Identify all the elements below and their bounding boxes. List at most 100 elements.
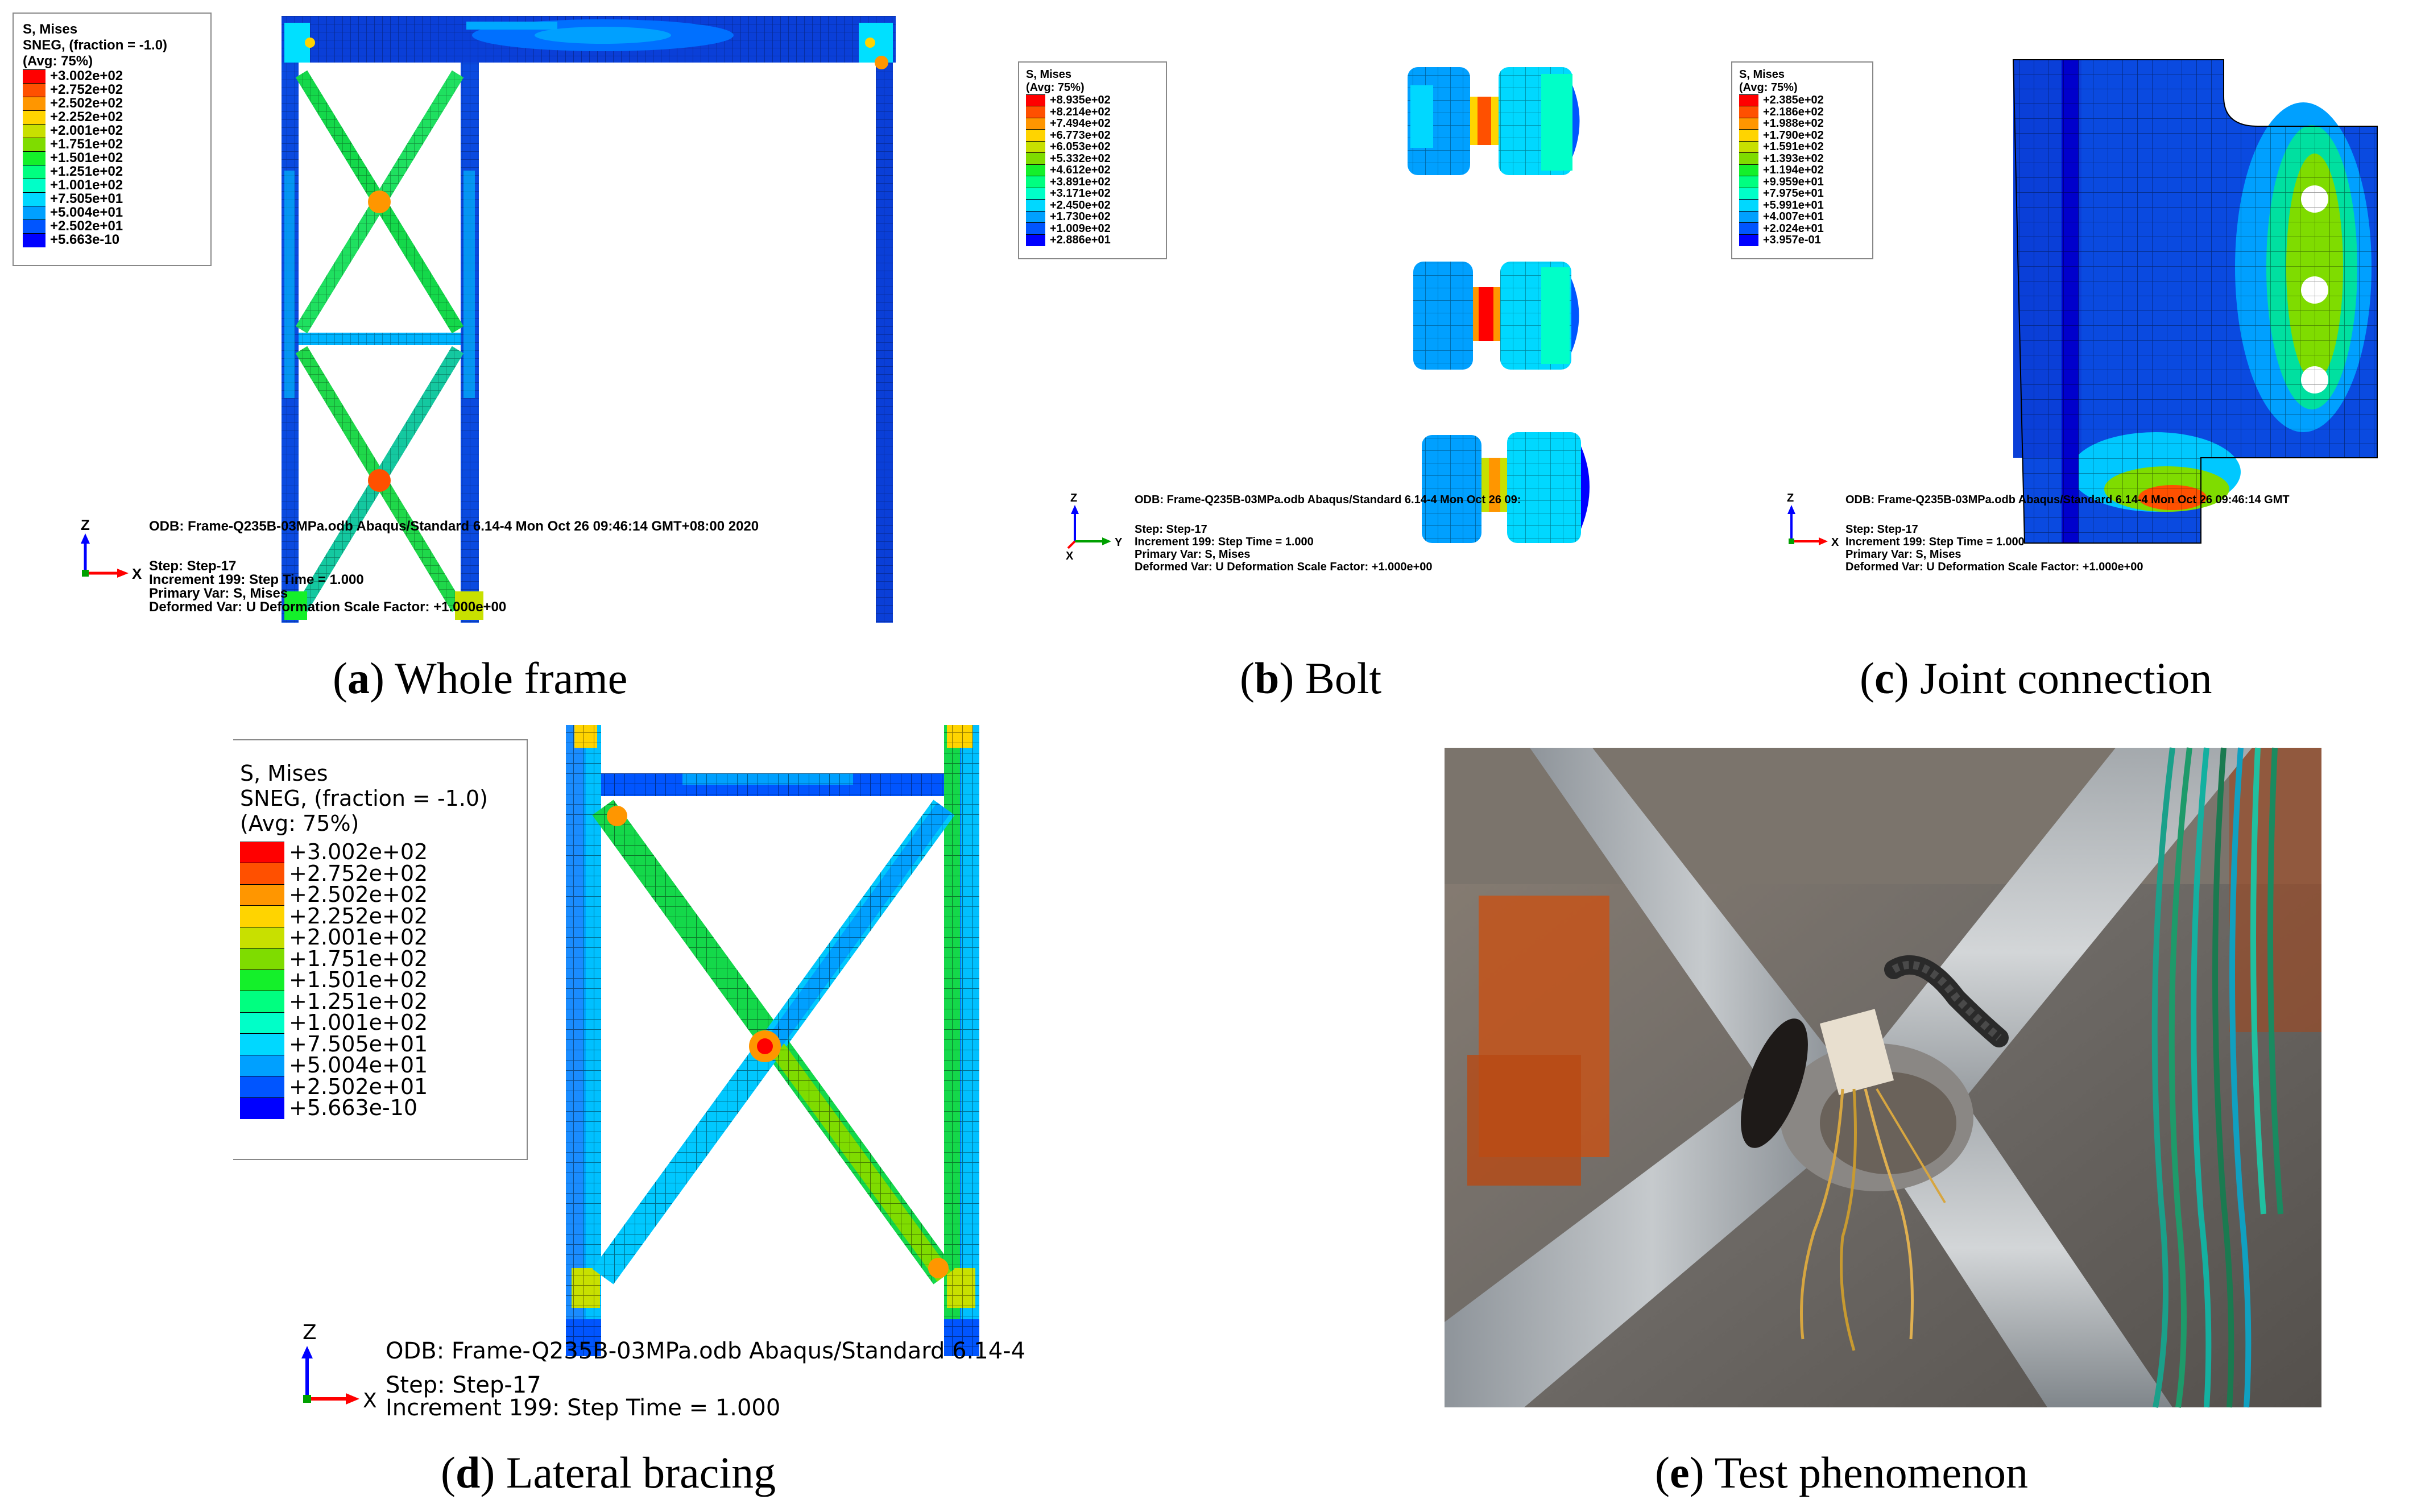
caption-b: (b) Bolt <box>1240 653 1382 703</box>
legend-row: +1.251e+02 <box>23 164 201 179</box>
legend-swatch <box>1739 176 1758 188</box>
legend-swatch <box>23 110 45 125</box>
legend-row: +1.591e+02 <box>1739 140 1865 153</box>
legend-value: +1.009e+02 <box>1050 222 1111 235</box>
bolt-models <box>1408 67 1590 543</box>
legend-rows: +3.002e+02+2.752e+02+2.502e+02+2.252e+02… <box>23 69 201 247</box>
legend-row: +5.004e+01 <box>240 1054 516 1076</box>
joint-model <box>2012 59 2378 544</box>
legend-avg: (Avg: 75%) <box>1739 81 1798 94</box>
axis-z-label: Z <box>81 516 90 533</box>
primary-var-line: Primary Var: S, Mises <box>1845 548 1961 561</box>
legend-swatch <box>1739 234 1758 246</box>
legend-swatch <box>23 137 45 152</box>
legend-row: +2.502e+01 <box>240 1076 516 1098</box>
panel-whole-frame: S, Mises SNEG, (fraction = -1.0) (Avg: 7… <box>0 0 967 631</box>
legend-value: +7.494e+02 <box>1050 117 1111 130</box>
odb-line: ODB: Frame-Q235B-03MPa.odb Abaqus/Standa… <box>149 519 759 534</box>
legend-rows: +8.935e+02+8.214e+02+7.494e+02+6.773e+02… <box>1026 94 1159 246</box>
legend-row: +6.773e+02 <box>1026 129 1159 142</box>
legend-swatch <box>240 884 284 906</box>
legend-swatch <box>23 233 45 247</box>
legend-value: +1.001e+02 <box>50 177 123 193</box>
legend-value: +6.053e+02 <box>1050 140 1111 153</box>
legend-row: +2.502e+02 <box>23 96 201 111</box>
whole-frame-model <box>282 16 896 623</box>
panel-joint-connection: S, Mises (Avg: 75%) +2.385e+02+2.186e+02… <box>1723 0 2421 631</box>
legend-row: +2.502e+02 <box>240 884 516 906</box>
legend-title: S, Mises <box>1739 68 1785 81</box>
legend-row: +1.393e+02 <box>1739 152 1865 165</box>
legend-value: +2.024e+01 <box>1763 222 1824 235</box>
legend-row: +2.186e+02 <box>1739 106 1865 118</box>
legend-row: +2.752e+02 <box>240 863 516 885</box>
legend-swatch <box>1026 140 1045 153</box>
legend-row: +1.751e+02 <box>23 136 201 152</box>
legend-row: +3.002e+02 <box>23 69 201 84</box>
legend-row: +1.009e+02 <box>1026 222 1159 235</box>
legend-row: +2.252e+02 <box>23 110 201 125</box>
legend-row: +3.957e-01 <box>1739 234 1865 246</box>
legend-row: +7.494e+02 <box>1026 117 1159 130</box>
contour-legend-bolt: S, Mises (Avg: 75%) +8.935e+02+8.214e+02… <box>1018 61 1167 259</box>
legend-row: +2.024e+01 <box>1739 222 1865 235</box>
legend-value: +1.251e+02 <box>50 164 123 179</box>
legend-title: S, Mises <box>23 22 78 37</box>
legend-value: +2.502e+01 <box>289 1074 428 1099</box>
caption-e: (e) Test phenomenon <box>1655 1448 2028 1497</box>
legend-value: +2.450e+02 <box>1050 198 1111 212</box>
legend-value: +1.751e+02 <box>50 136 123 152</box>
legend-swatch <box>1026 106 1045 118</box>
legend-value: +2.752e+02 <box>50 82 123 97</box>
step-line: Step: Step-17 <box>1135 523 1207 536</box>
legend-value: +9.959e+01 <box>1763 175 1824 188</box>
panel-test-phenomenon <box>1445 747 2321 1408</box>
legend-row: +1.251e+02 <box>240 991 516 1013</box>
legend-value: +6.773e+02 <box>1050 129 1111 142</box>
legend-value: +1.988e+02 <box>1763 117 1824 130</box>
legend-value: +1.501e+02 <box>289 967 428 992</box>
legend-value: +1.730e+02 <box>1050 210 1111 223</box>
deformed-var-line: Deformed Var: U Deformation Scale Factor… <box>1845 561 2143 573</box>
step-line: Step: Step-17 <box>386 1372 541 1398</box>
legend-swatch <box>240 905 284 927</box>
legend-value: +5.663e-10 <box>289 1095 418 1120</box>
legend-value: +5.004e+01 <box>50 205 123 220</box>
legend-value: +2.886e+01 <box>1050 234 1111 246</box>
legend-swatch <box>1739 117 1758 130</box>
legend-subtitle: SNEG, (fraction = -1.0) <box>240 786 488 811</box>
legend-swatch <box>240 1097 284 1119</box>
legend-row: +1.001e+02 <box>23 177 201 193</box>
legend-swatch <box>240 969 284 991</box>
legend-value: +2.001e+02 <box>50 123 123 138</box>
legend-swatch <box>1739 199 1758 212</box>
increment-line: Increment 199: Step Time = 1.000 <box>386 1395 781 1421</box>
legend-value: +2.502e+01 <box>50 218 123 234</box>
legend-value: +3.171e+02 <box>1050 187 1111 200</box>
legend-row: +2.001e+02 <box>240 926 516 948</box>
legend-row: +1.790e+02 <box>1739 129 1865 142</box>
contour-legend-whole-frame: S, Mises SNEG, (fraction = -1.0) (Avg: 7… <box>13 13 212 266</box>
legend-avg: (Avg: 75%) <box>23 53 93 69</box>
legend-row: +1.751e+02 <box>240 948 516 970</box>
legend-swatch <box>1026 129 1045 142</box>
legend-value: +1.393e+02 <box>1763 152 1824 165</box>
legend-swatch <box>23 96 45 111</box>
odb-line: ODB: Frame-Q235B-03MPa.odb Abaqus/Standa… <box>1845 494 2290 506</box>
legend-swatch <box>240 948 284 970</box>
axis-triad-b: Z Y X <box>1066 492 1123 562</box>
legend-swatch <box>23 151 45 165</box>
increment-line: Increment 199: Step Time = 1.000 <box>1845 536 2025 548</box>
legend-row: +1.501e+02 <box>23 151 201 165</box>
bolt-3 <box>1422 432 1590 543</box>
legend-avg: (Avg: 75%) <box>1026 81 1085 94</box>
legend-swatch <box>23 205 45 220</box>
legend-swatch <box>240 991 284 1013</box>
deformed-var-line: Deformed Var: U Deformation Scale Factor… <box>149 599 507 615</box>
legend-swatch <box>23 219 45 234</box>
legend-value: +2.252e+02 <box>289 903 428 929</box>
legend-swatch <box>23 192 45 206</box>
legend-swatch <box>240 1012 284 1034</box>
legend-value: +5.663e-10 <box>50 232 120 247</box>
legend-row: +7.505e+01 <box>240 1033 516 1055</box>
